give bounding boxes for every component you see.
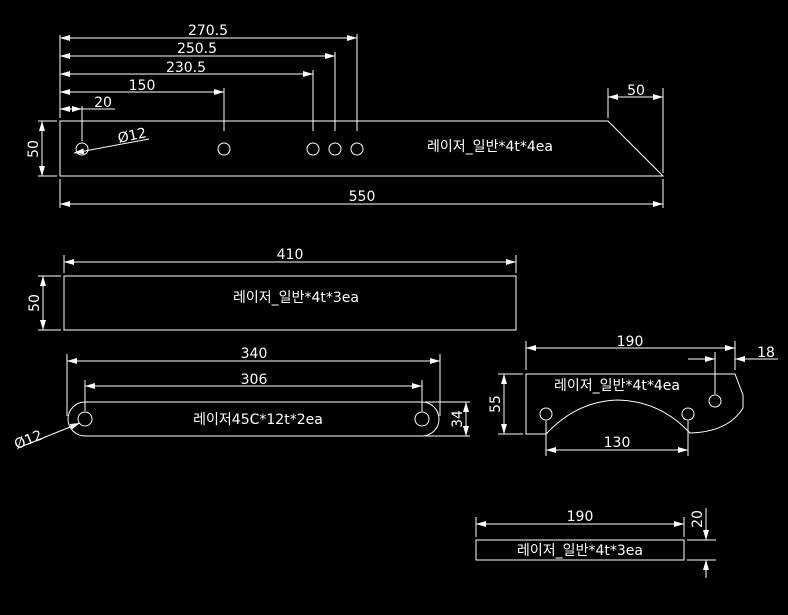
dim-width-e-label: 190 [567, 509, 594, 525]
dim-length-b-label: 410 [277, 247, 304, 263]
part-c-note: 레이저45C*12t*2ea [193, 412, 323, 428]
part-b: 410 50 레이저_일반*4t*3ea [27, 247, 517, 331]
part-a-note: 레이저_일반*4t*4ea [427, 139, 553, 155]
part-b-outline [63, 275, 517, 331]
dim-height-a-label: 50 [26, 140, 42, 158]
dim-height-c-label: 34 [450, 410, 466, 428]
part-d-outline [525, 373, 744, 435]
part-e-outline [475, 539, 685, 561]
dim-20-label: 20 [94, 95, 112, 111]
dim-centers-c-label: 306 [241, 372, 268, 388]
dim-270-label: 270.5 [188, 23, 228, 39]
part-a-hole-4 [328, 142, 342, 156]
part-e: 190 20 레이저_일반*4t*3ea [475, 508, 716, 578]
part-a-hole-5 [350, 142, 364, 156]
part-a-outline [59, 120, 665, 177]
dim-height-d-label: 55 [488, 395, 504, 413]
dim-250-label: 250.5 [177, 41, 217, 57]
part-d-hole-3 [708, 394, 722, 408]
part-d-hole-2 [681, 407, 695, 421]
hole-callout-leader-c [17, 422, 81, 449]
dim-length-a-label: 550 [349, 189, 376, 205]
part-d: 190 18 55 130 레이저_일반*4t*4ea [488, 334, 778, 456]
part-c-hole-1 [77, 411, 93, 427]
part-a-hole-2 [217, 142, 231, 156]
part-c-outline [67, 401, 440, 437]
part-c-hole-2 [414, 411, 430, 427]
dim-width-d-label: 190 [617, 334, 644, 350]
dim-offset-d-label: 18 [757, 345, 775, 361]
part-e-note: 레이저_일반*4t*3ea [517, 543, 643, 559]
dim-height-e-label: 20 [690, 510, 706, 528]
dim-bevel-label: 50 [627, 83, 645, 99]
hole-callout-label-c: Ø12 [12, 427, 45, 453]
dim-overall-c-label: 340 [241, 346, 268, 362]
part-d-note: 레이저_일반*4t*4ea [554, 378, 680, 394]
dim-150-label: 150 [129, 78, 156, 94]
part-a: 270.5 250.5 230.5 150 20 Ø12 50 50 550 레… [26, 23, 665, 208]
dim-230-label: 230.5 [166, 60, 206, 76]
part-d-hole-1 [539, 407, 553, 421]
part-b-note: 레이저_일반*4t*3ea [233, 290, 359, 306]
hole-callout-leader [73, 138, 150, 155]
part-c: 340 306 34 Ø12 레이저45C*12t*2ea [12, 346, 470, 453]
part-a-hole-1 [75, 142, 89, 156]
dim-height-b-label: 50 [27, 294, 43, 312]
dim-span-d-label: 130 [604, 435, 631, 451]
hole-callout-label-a: Ø12 [116, 125, 148, 147]
part-a-hole-3 [306, 142, 320, 156]
